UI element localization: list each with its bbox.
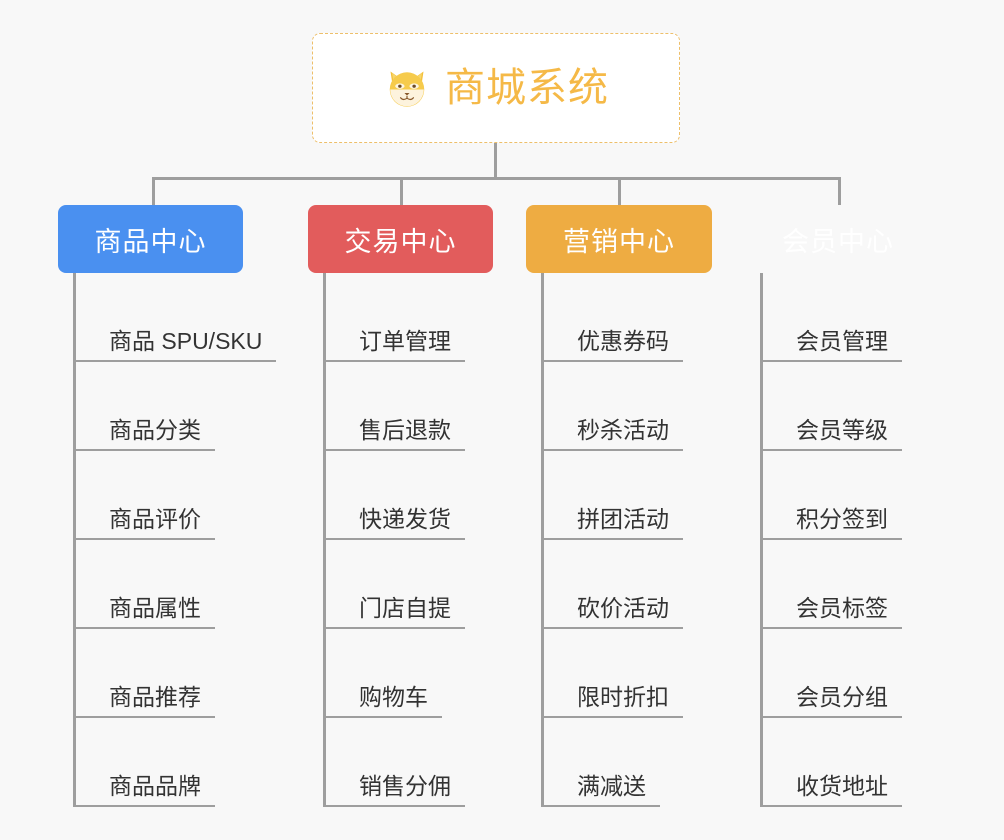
leaf-item[interactable]: 商品 SPU/SKU bbox=[73, 273, 277, 362]
leaf-item[interactable]: 售后退款 bbox=[323, 362, 465, 451]
category-box-1[interactable]: 商品中心 bbox=[58, 205, 243, 273]
category-box-2[interactable]: 交易中心 bbox=[308, 205, 493, 273]
leaf-item-label: 商品属性 bbox=[73, 594, 215, 629]
root-node[interactable]: 商城系统 bbox=[312, 33, 680, 143]
leaf-trunk-line bbox=[541, 273, 544, 807]
leaf-item[interactable]: 商品属性 bbox=[73, 540, 215, 629]
leaf-item[interactable]: 拼团活动 bbox=[541, 451, 683, 540]
leaf-item[interactable]: 限时折扣 bbox=[541, 629, 683, 718]
leaf-item[interactable]: 订单管理 bbox=[323, 273, 465, 362]
leaf-trunk-line bbox=[323, 273, 326, 807]
leaf-item[interactable]: 销售分佣 bbox=[323, 718, 465, 807]
leaf-item[interactable]: 秒杀活动 bbox=[541, 362, 683, 451]
leaf-item-label: 购物车 bbox=[323, 683, 442, 718]
leaf-item[interactable]: 商品推荐 bbox=[73, 629, 215, 718]
leaf-item-label: 拼团活动 bbox=[541, 505, 683, 540]
branch-drop-line-3 bbox=[838, 177, 841, 205]
leaf-item[interactable]: 商品评价 bbox=[73, 451, 215, 540]
leaf-item-label: 商品 SPU/SKU bbox=[73, 327, 277, 362]
leaf-item-label: 秒杀活动 bbox=[541, 416, 683, 451]
leaf-item-label: 满减送 bbox=[541, 772, 660, 807]
leaf-item-label: 会员分组 bbox=[760, 683, 902, 718]
leaf-item-label: 收货地址 bbox=[760, 772, 902, 807]
leaf-item-label: 商品评价 bbox=[73, 505, 215, 540]
category-label: 会员中心 bbox=[782, 226, 894, 257]
leaf-item-label: 商品品牌 bbox=[73, 772, 215, 807]
leaf-item-label: 售后退款 bbox=[323, 416, 465, 451]
leaf-item[interactable]: 优惠券码 bbox=[541, 273, 683, 362]
leaf-item-label: 会员等级 bbox=[760, 416, 902, 451]
leaf-item[interactable]: 砍价活动 bbox=[541, 540, 683, 629]
root-stub-line bbox=[494, 143, 497, 180]
leaf-item-label: 会员标签 bbox=[760, 594, 902, 629]
category-label: 商品中心 bbox=[94, 226, 207, 257]
leaf-item[interactable]: 商品分类 bbox=[73, 362, 215, 451]
leaf-item-label: 订单管理 bbox=[323, 327, 465, 362]
leaf-item[interactable]: 商品品牌 bbox=[73, 718, 215, 807]
leaf-item-label: 限时折扣 bbox=[541, 683, 683, 718]
branch-bus-line bbox=[152, 177, 841, 180]
leaf-item-label: 积分签到 bbox=[760, 505, 902, 540]
leaf-item[interactable]: 会员管理 bbox=[760, 273, 902, 362]
leaf-trunk-line bbox=[73, 273, 76, 807]
root-label: 商城系统 bbox=[445, 66, 609, 110]
leaf-item-label: 门店自提 bbox=[323, 594, 465, 629]
leaf-item[interactable]: 会员标签 bbox=[760, 540, 902, 629]
leaf-item-label: 砍价活动 bbox=[541, 594, 683, 629]
leaf-item[interactable]: 会员等级 bbox=[760, 362, 902, 451]
category-label: 交易中心 bbox=[344, 226, 457, 257]
leaf-item-label: 快递发货 bbox=[323, 505, 465, 540]
leaf-item[interactable]: 满减送 bbox=[541, 718, 660, 807]
branch-drop-line-0 bbox=[152, 177, 155, 205]
leaf-item[interactable]: 积分签到 bbox=[760, 451, 902, 540]
leaf-item[interactable]: 收货地址 bbox=[760, 718, 902, 807]
branch-drop-line-2 bbox=[618, 177, 621, 205]
category-box-3[interactable]: 营销中心 bbox=[526, 205, 712, 273]
leaf-item[interactable]: 会员分组 bbox=[760, 629, 902, 718]
category-label: 营销中心 bbox=[563, 226, 675, 257]
category-box-4[interactable]: 会员中心 bbox=[745, 205, 931, 273]
branch-drop-line-1 bbox=[400, 177, 403, 205]
leaf-item-label: 会员管理 bbox=[760, 327, 902, 362]
leaf-item-label: 商品分类 bbox=[73, 416, 215, 451]
leaf-item[interactable]: 购物车 bbox=[323, 629, 442, 718]
leaf-item[interactable]: 快递发货 bbox=[323, 451, 465, 540]
leaf-trunk-line bbox=[760, 273, 763, 807]
leaf-item-label: 商品推荐 bbox=[73, 683, 215, 718]
leaf-item[interactable]: 门店自提 bbox=[323, 540, 465, 629]
shiba-dog-face-icon bbox=[383, 64, 431, 112]
leaf-item-label: 优惠券码 bbox=[541, 327, 683, 362]
leaf-item-label: 销售分佣 bbox=[323, 772, 465, 807]
